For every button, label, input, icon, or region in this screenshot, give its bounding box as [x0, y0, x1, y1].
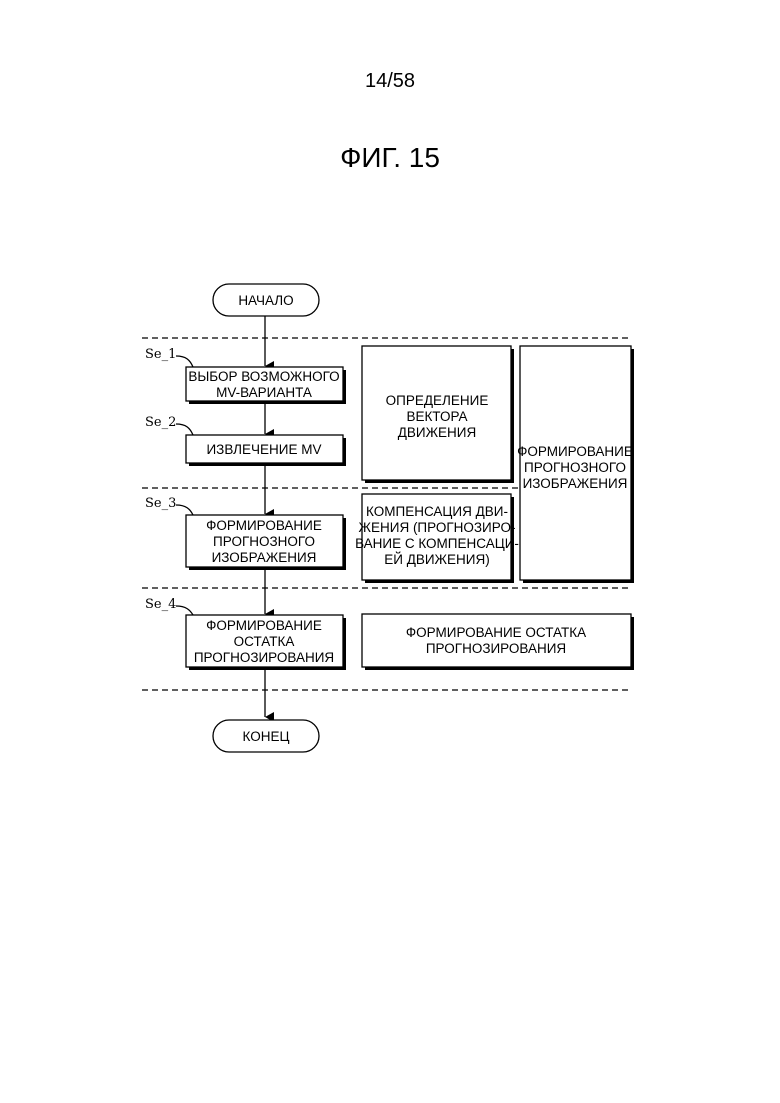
- group-motion-vector-line-3: ДВИЖЕНИЯ: [398, 425, 477, 440]
- group-motion-vector-line-1: ОПРЕДЕЛЕНИЕ: [386, 393, 489, 408]
- step-se2-id: Se_2: [145, 415, 176, 430]
- step-se2-leader: [176, 424, 193, 435]
- step-se4: ФОРМИРОВАНИЕ ОСТАТКА ПРОГНОЗИРОВАНИЯ: [186, 615, 346, 670]
- end-label: КОНЕЦ: [243, 729, 290, 744]
- step-se4-line-1: ФОРМИРОВАНИЕ: [206, 618, 322, 633]
- group-pred-image-line-1: ФОРМИРОВАНИЕ: [517, 444, 633, 459]
- step-se4-line-2: ОСТАТКА: [234, 634, 295, 649]
- step-se1: ВЫБОР ВОЗМОЖНОГО MV-ВАРИАНТА: [186, 367, 346, 404]
- step-se1-id: Se_1: [145, 347, 176, 362]
- step-se3-line-2: ПРОГНОЗНОГО: [213, 534, 315, 549]
- group-pred-image-line-2: ПРОГНОЗНОГО: [524, 460, 626, 475]
- end-terminal: КОНЕЦ: [213, 720, 319, 752]
- step-se1-leader: [176, 356, 193, 367]
- group-motion-comp-line-4: ЕЙ ДВИЖЕНИЯ): [384, 552, 489, 567]
- step-se3-id: Se_3: [145, 496, 176, 511]
- start-label: НАЧАЛО: [238, 293, 293, 308]
- step-se3-leader: [176, 505, 193, 515]
- group-motion-vector-line-2: ВЕКТОРА: [406, 409, 467, 424]
- group-motion-comp-line-1: КОМПЕНСАЦИЯ ДВИ-: [366, 504, 508, 519]
- group-residual-line-2: ПРОГНОЗИРОВАНИЯ: [426, 641, 566, 656]
- group-residual-line-1: ФОРМИРОВАНИЕ ОСТАТКА: [406, 625, 586, 640]
- step-se4-id: Se_4: [145, 597, 176, 612]
- step-se2-line-1: ИЗВЛЕЧЕНИЕ MV: [206, 442, 321, 457]
- group-motion-comp-line-3: ВАНИЕ С КОМПЕНСАЦИ-: [355, 536, 519, 551]
- step-se2: ИЗВЛЕЧЕНИЕ MV: [186, 435, 346, 466]
- step-se3-line-3: ИЗОБРАЖЕНИЯ: [212, 550, 317, 565]
- group-motion-comp-line-2: ЖЕНИЯ (ПРОГНОЗИРО-: [359, 520, 516, 535]
- step-se3-line-1: ФОРМИРОВАНИЕ: [206, 518, 322, 533]
- group-motion-compensation: КОМПЕНСАЦИЯ ДВИ- ЖЕНИЯ (ПРОГНОЗИРО- ВАНИ…: [355, 494, 519, 583]
- step-se1-line-2: MV-ВАРИАНТА: [216, 385, 312, 400]
- step-se4-line-3: ПРОГНОЗИРОВАНИЯ: [194, 650, 334, 665]
- group-pred-image: ФОРМИРОВАНИЕ ПРОГНОЗНОГО ИЗОБРАЖЕНИЯ: [517, 346, 634, 583]
- step-se3: ФОРМИРОВАНИЕ ПРОГНОЗНОГО ИЗОБРАЖЕНИЯ: [186, 515, 346, 570]
- start-terminal: НАЧАЛО: [213, 284, 319, 316]
- group-motion-vector: ОПРЕДЕЛЕНИЕ ВЕКТОРА ДВИЖЕНИЯ: [362, 346, 514, 483]
- group-pred-image-line-3: ИЗОБРАЖЕНИЯ: [523, 476, 628, 491]
- step-se4-leader: [176, 606, 193, 615]
- step-se1-line-1: ВЫБОР ВОЗМОЖНОГО: [188, 369, 339, 384]
- group-residual: ФОРМИРОВАНИЕ ОСТАТКА ПРОГНОЗИРОВАНИЯ: [362, 614, 634, 670]
